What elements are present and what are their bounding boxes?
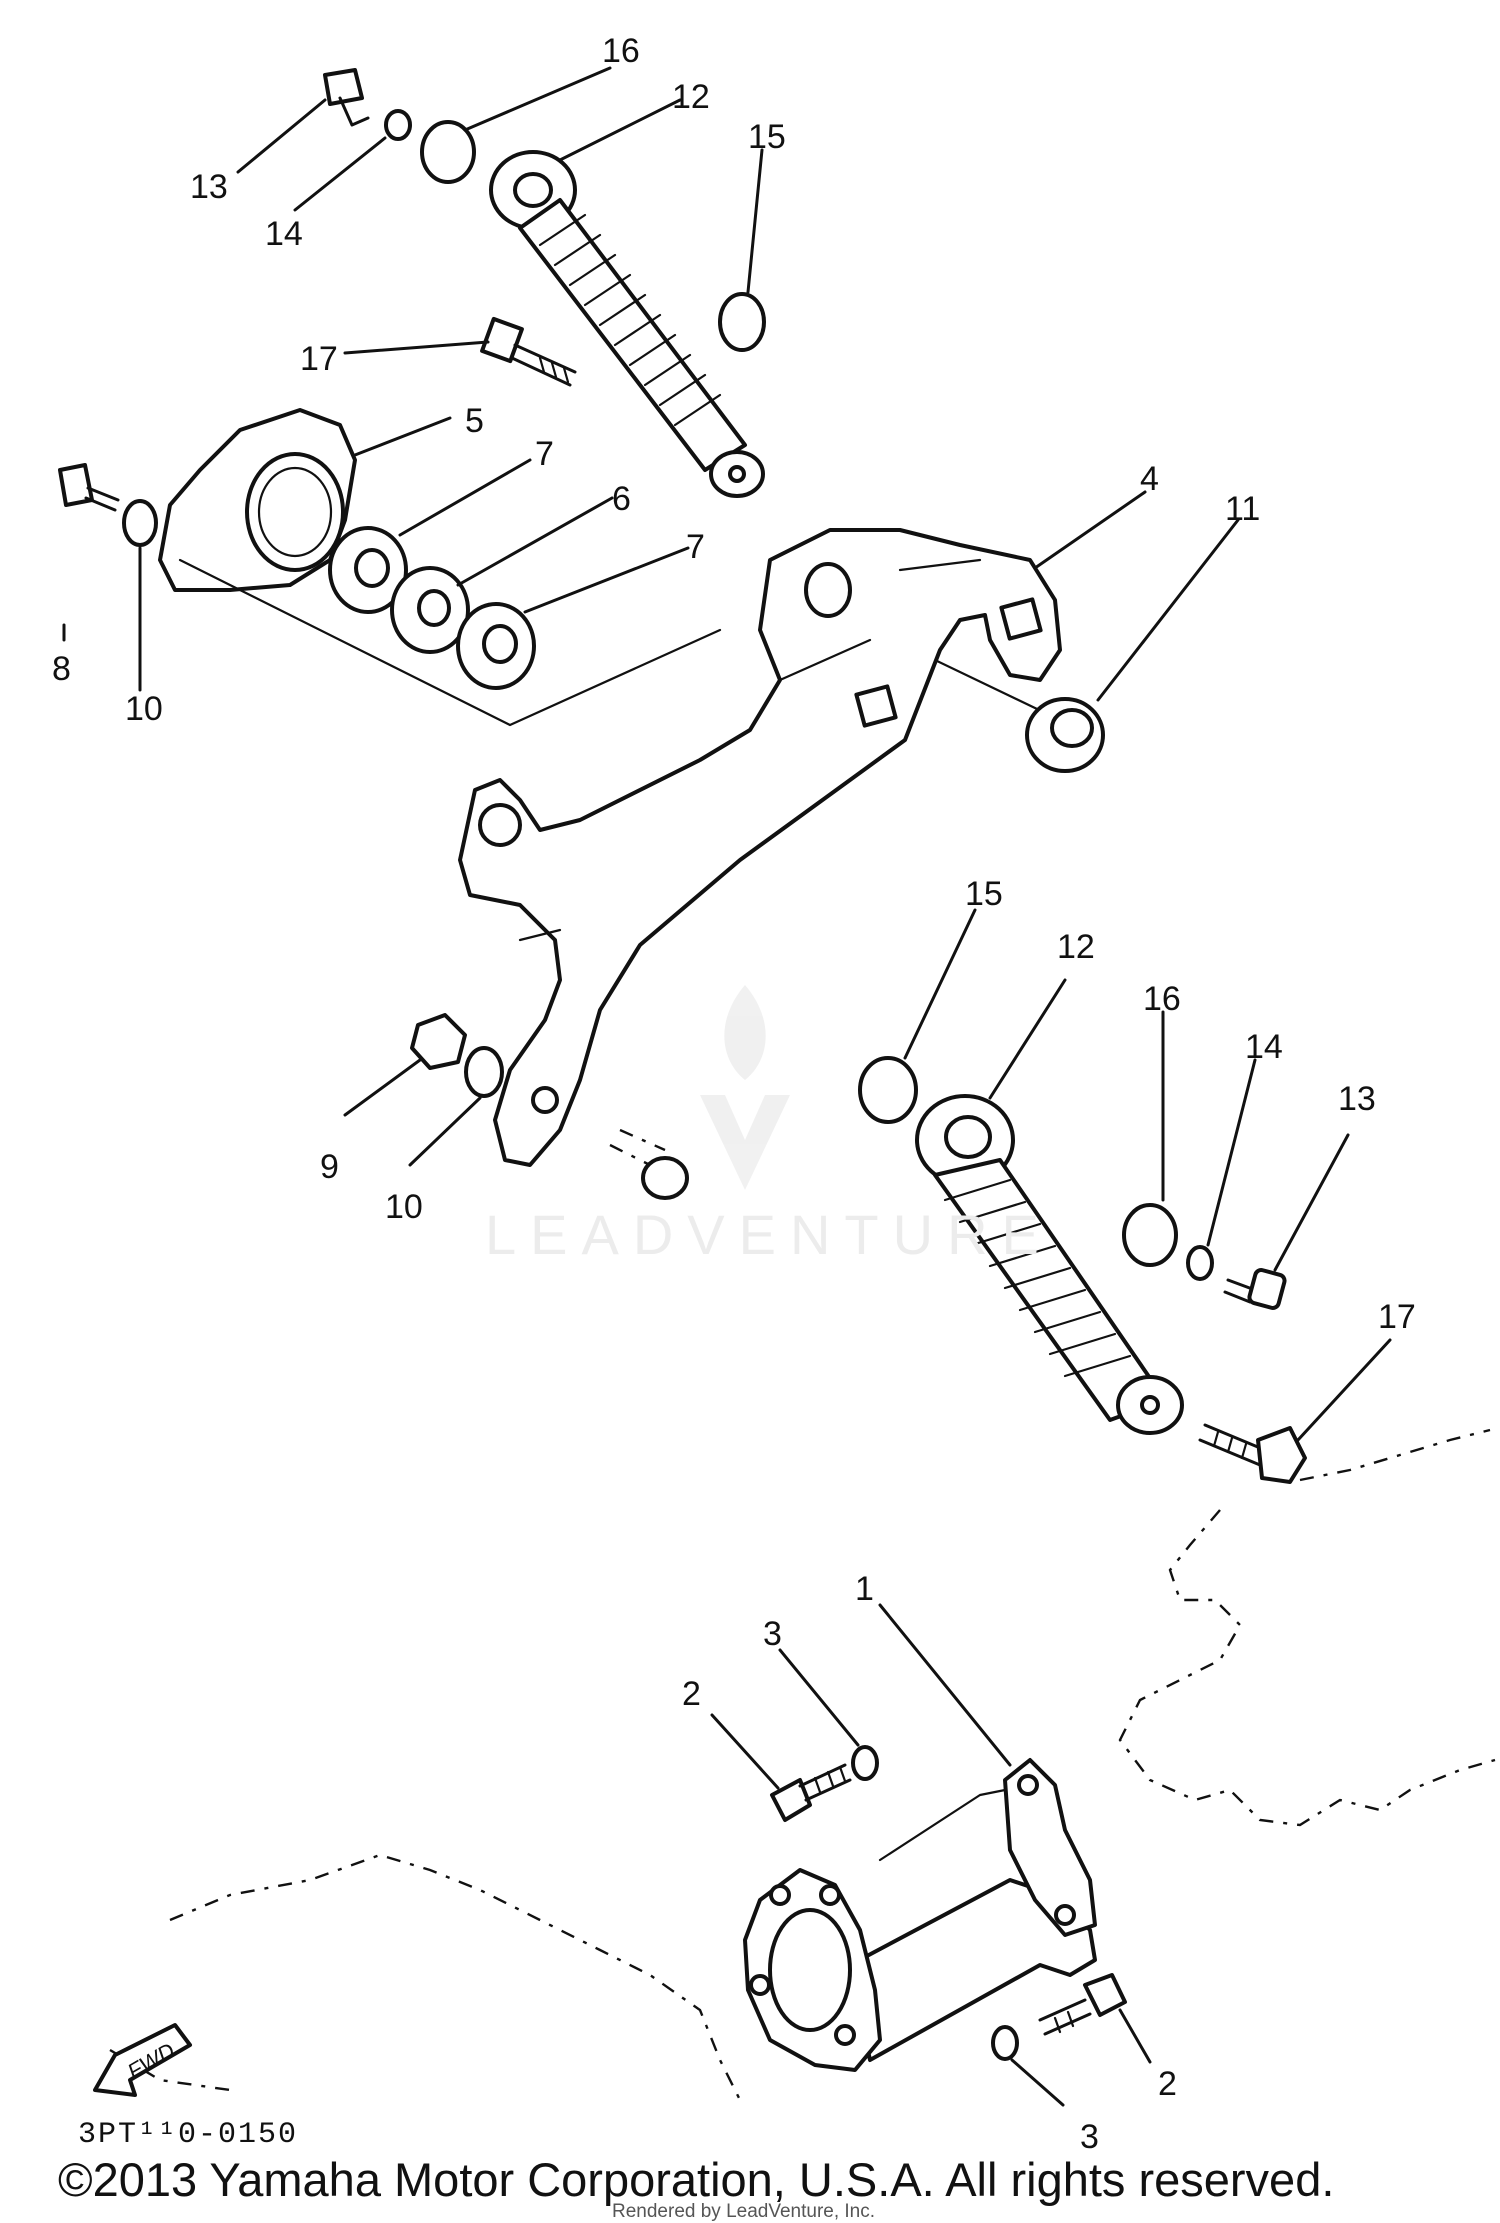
callout-14-lower: 14	[1245, 1028, 1283, 1066]
nut-9	[410, 1013, 467, 1070]
washer-15-upper	[718, 292, 766, 352]
bracket-5	[158, 408, 357, 592]
callout-4: 4	[1140, 460, 1159, 498]
drawing-code: 3PT¹¹0-0150	[78, 2118, 299, 2152]
callout-11: 11	[1225, 490, 1260, 528]
washer-10-upper	[122, 499, 158, 547]
collar-6	[390, 566, 470, 654]
callout-14-upper: 14	[265, 215, 303, 253]
upper-shock-absorber	[489, 150, 765, 498]
callout-7-b: 7	[686, 528, 705, 566]
pivot-tube-1	[743, 1758, 1097, 2072]
callout-10-upper: 10	[125, 690, 163, 728]
washer-10-lower	[464, 1046, 504, 1098]
washer-16-upper	[420, 120, 476, 184]
callout-16-lower: 16	[1143, 980, 1181, 1018]
leader-lines	[62, 66, 1392, 2107]
callout-9: 9	[320, 1148, 339, 1186]
callout-2-upper: 2	[682, 1675, 701, 1713]
lower-pivot-collar	[641, 1156, 689, 1200]
assembly-line-bracket	[178, 558, 722, 727]
callout-12-upper: 12	[672, 78, 710, 116]
bolt-17-lower	[1198, 1423, 1307, 1484]
bolt-17-upper	[480, 316, 577, 387]
callout-17-lower: 17	[1378, 1298, 1416, 1336]
collar-11	[1025, 697, 1105, 773]
callout-3-upper: 3	[763, 1615, 782, 1653]
callout-12-lower: 12	[1057, 928, 1095, 966]
callout-16-upper: 16	[602, 32, 640, 70]
callout-1: 1	[855, 1570, 874, 1608]
callout-17-upper: 17	[300, 340, 338, 378]
washer-15-lower	[858, 1056, 918, 1124]
callout-2-lower: 2	[1158, 2065, 1177, 2103]
frame-outline-left	[109, 1853, 742, 2101]
spring-washer-14-upper	[384, 109, 412, 141]
rear-arm-4	[458, 528, 1062, 1167]
bearing-7-a	[328, 526, 408, 614]
callouts: 16 12 15 13 14 17 5 7 6 7 4 11 8 10 15 1…	[52, 32, 1416, 2156]
bolt-13-lower	[1223, 1268, 1287, 1310]
washer-16-lower	[1122, 1203, 1178, 1267]
rendered-by-notice: Rendered by LeadVenture, Inc.	[612, 2201, 876, 2222]
bearing-7-b	[456, 602, 536, 690]
watermark-text: LEADVENTURE	[485, 1203, 1053, 1266]
callout-15-lower: 15	[965, 875, 1003, 913]
bolt-8	[58, 463, 120, 512]
spring-washer-3-lower	[991, 2025, 1019, 2061]
callout-13-lower: 13	[1338, 1080, 1376, 1118]
copyright-notice: ©2013 Yamaha Motor Corporation, U.S.A. A…	[58, 2153, 1335, 2206]
bolt-2-upper	[770, 1763, 852, 1822]
callout-13-upper: 13	[190, 168, 228, 206]
callout-6: 6	[612, 480, 631, 518]
callout-8: 8	[52, 650, 71, 688]
frame-outline-right	[1118, 1428, 1496, 1827]
callout-7-a: 7	[535, 435, 554, 473]
bolt-2-lower	[1038, 1973, 1127, 2036]
fwd-arrow-icon: FWD	[93, 2023, 192, 2097]
callout-10-lower: 10	[385, 1188, 423, 1226]
lower-shock-absorber	[915, 1094, 1184, 1435]
bolt-13-upper	[323, 68, 370, 127]
callout-3-lower: 3	[1080, 2118, 1099, 2156]
spring-washer-14-lower	[1186, 1245, 1214, 1281]
watermark-logo-icon	[700, 985, 790, 1190]
callout-15-upper: 15	[748, 118, 786, 156]
spring-washer-3-upper	[851, 1745, 879, 1781]
callout-5: 5	[465, 402, 484, 440]
